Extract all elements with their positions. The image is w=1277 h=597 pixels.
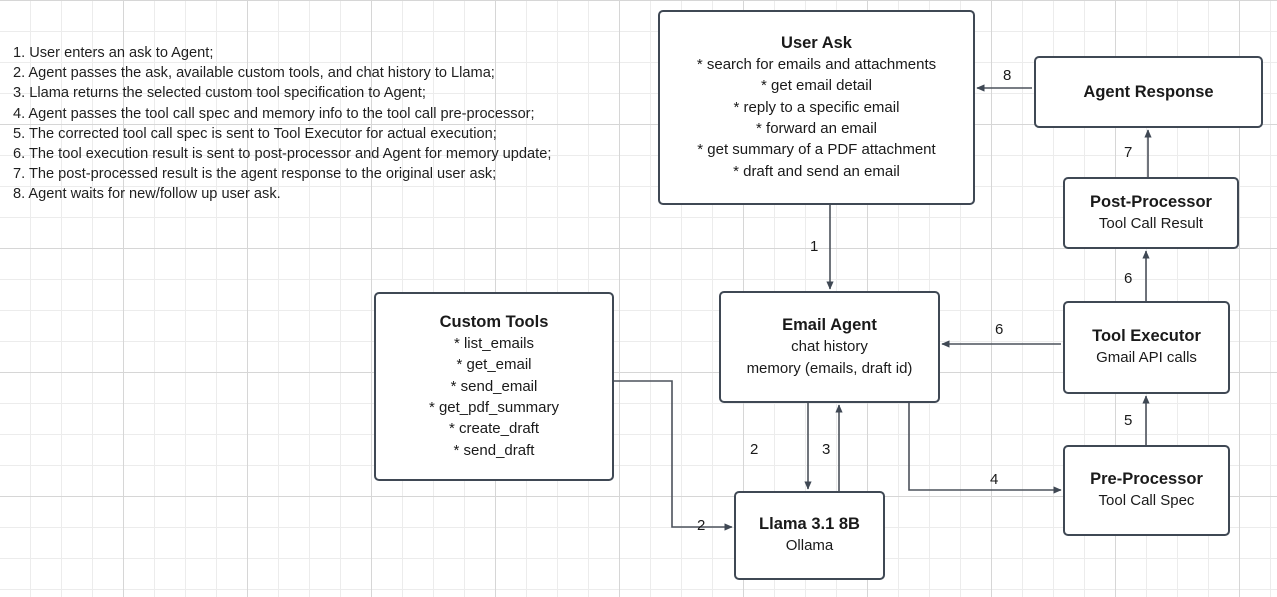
- user-ask-item: * reply to a specific email: [733, 98, 900, 116]
- edge-custom-tools-to-llama: [614, 380, 733, 531]
- edge-label-3: 3: [822, 441, 831, 458]
- custom-tool-item: * list_emails: [453, 335, 534, 353]
- edge-label-7: 7: [1124, 144, 1133, 161]
- node-pre-processor-title: Pre-Processor: [1090, 470, 1203, 489]
- edge-label-8: 8: [1003, 67, 1012, 84]
- user-ask-item: * get summary of a PDF attachment: [697, 141, 936, 159]
- node-email-agent-subtitle-1: chat history: [791, 338, 868, 356]
- legend-line-2: 2. Agent passes the ask, available custo…: [13, 65, 495, 82]
- legend-line-5: 5. The corrected tool call spec is sent …: [13, 125, 497, 142]
- user-ask-item: * forward an email: [756, 120, 877, 137]
- custom-tool-item: * send_draft: [453, 441, 535, 459]
- node-pre-processor[interactable]: Pre-Processor Tool Call Spec: [1063, 445, 1230, 536]
- legend-line-8: 8. Agent waits for new/follow up user as…: [13, 186, 281, 203]
- node-llama-subtitle: Ollama: [785, 537, 834, 555]
- node-post-processor[interactable]: Post-Processor Tool Call Result: [1063, 177, 1239, 249]
- legend-line-3: 3. Llama returns the selected custom too…: [13, 85, 426, 102]
- custom-tool-item: * create_draft: [448, 420, 540, 438]
- node-user-ask-title: User Ask: [781, 34, 852, 53]
- steps-legend: 1. User enters an ask to Agent; 2. Agent…: [13, 43, 551, 205]
- legend-line-7: 7. The post-processed result is the agen…: [13, 166, 497, 183]
- user-ask-item: * draft and send an email: [733, 162, 900, 180]
- node-custom-tools[interactable]: Custom Tools * list_emails * get_email *…: [374, 292, 614, 481]
- edge-label-5: 5: [1124, 412, 1133, 429]
- node-custom-tools-items: * list_emails * get_email * send_email *…: [429, 333, 559, 461]
- node-user-ask-items: * search for emails and attachments * ge…: [697, 54, 936, 182]
- node-tool-executor-title: Tool Executor: [1092, 327, 1201, 346]
- node-llama-title: Llama 3.1 8B: [759, 515, 860, 534]
- edge-label-2-custom-tools-llama: 2: [697, 517, 706, 534]
- legend-line-6: 6. The tool execution result is sent to …: [13, 146, 552, 163]
- node-post-processor-subtitle: Tool Call Result: [1098, 214, 1204, 232]
- node-email-agent[interactable]: Email Agent chat history memory (emails,…: [719, 291, 940, 403]
- legend-line-1: 1. User enters an ask to Agent;: [13, 45, 214, 61]
- node-custom-tools-title: Custom Tools: [439, 313, 549, 332]
- node-tool-executor[interactable]: Tool Executor Gmail API calls: [1063, 301, 1230, 394]
- edge-label-1: 1: [810, 238, 819, 255]
- node-email-agent-subtitle-2: memory (emails, draft id): [746, 359, 913, 377]
- edge-label-2-email-agent-llama: 2: [750, 441, 759, 458]
- edge-email-agent-to-pre-processor: [908, 403, 1062, 494]
- node-post-processor-title: Post-Processor: [1090, 192, 1212, 211]
- node-user-ask[interactable]: User Ask * search for emails and attachm…: [658, 10, 975, 205]
- edge-label-4: 4: [990, 471, 999, 488]
- custom-tool-item: * send_email: [450, 377, 538, 395]
- custom-tool-item: * get_pdf_summary: [428, 399, 560, 416]
- user-ask-item: * get email detail: [761, 77, 872, 95]
- node-email-agent-title: Email Agent: [782, 316, 877, 335]
- legend-line-4: 4. Agent passes the tool call spec and m…: [13, 105, 535, 122]
- edge-label-6-tool-executor-post-processor: 6: [1124, 270, 1133, 287]
- node-agent-response[interactable]: Agent Response: [1034, 56, 1263, 128]
- node-llama[interactable]: Llama 3.1 8B Ollama: [734, 491, 885, 580]
- custom-tool-item: * get_email: [456, 356, 532, 374]
- node-agent-response-title: Agent Response: [1083, 82, 1214, 101]
- user-ask-item: * search for emails and attachments: [696, 56, 937, 74]
- edge-label-6-tool-executor-email-agent: 6: [995, 321, 1004, 338]
- node-tool-executor-subtitle: Gmail API calls: [1096, 349, 1197, 367]
- node-pre-processor-subtitle: Tool Call Spec: [1098, 492, 1195, 510]
